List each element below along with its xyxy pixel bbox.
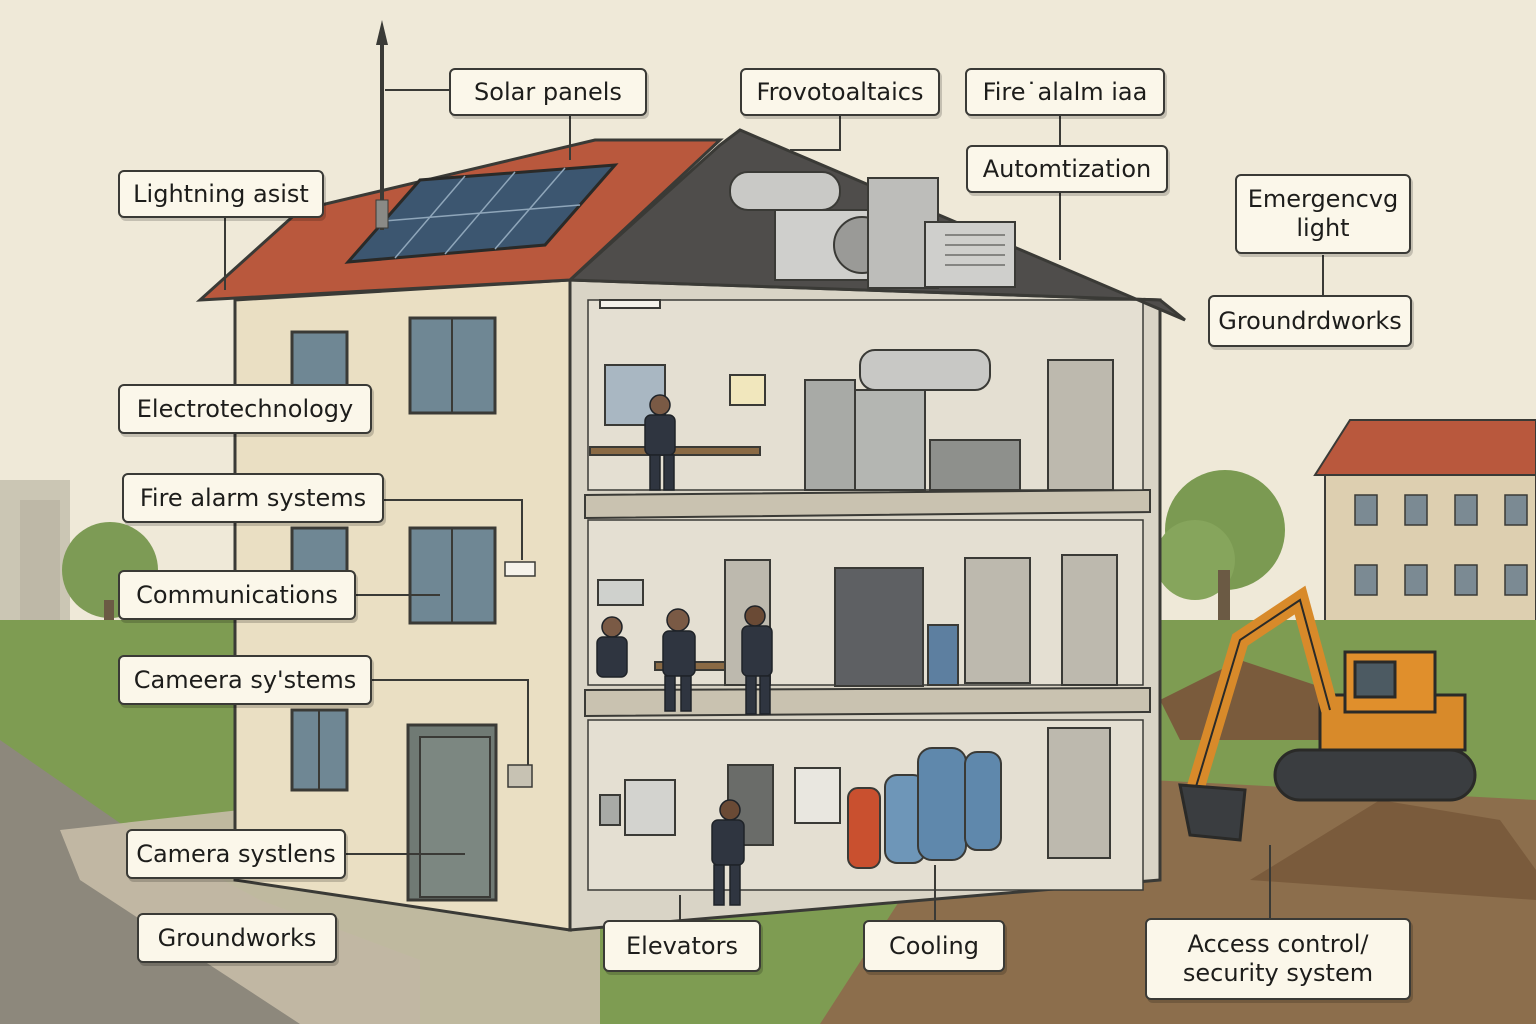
- callout-groundrdworks: Groundrdworks: [1208, 295, 1412, 347]
- background-city: [0, 480, 70, 620]
- callout-camera-systems-2: Camera systlens: [126, 829, 346, 879]
- callout-electrotechnology: Electrotechnology: [118, 384, 372, 434]
- callout-emergency-light: Emergencvg light: [1235, 174, 1411, 254]
- callout-elevators: Elevators: [603, 920, 761, 972]
- rooftop-hvac: [729, 171, 1016, 289]
- callout-fire-alarm-systems: Fire alarm systems: [122, 473, 384, 523]
- callout-access-control-line2: security system: [1182, 959, 1374, 987]
- callout-groundworks: Groundworks: [137, 913, 337, 963]
- lightning-rod-tip: [376, 20, 388, 45]
- background-trees: [62, 470, 1285, 660]
- floor-slabs: [584, 488, 1151, 718]
- excavator: [1178, 585, 1477, 842]
- callout-automtization: Automtization: [966, 145, 1168, 193]
- access-reader: [507, 764, 533, 788]
- workers: [596, 394, 773, 906]
- callout-cooling: Cooling: [863, 920, 1005, 972]
- callout-frovotoaltaics: Frovotoaltaics: [740, 68, 940, 116]
- solar-panel-grid: [383, 167, 581, 259]
- background-house: [1313, 419, 1536, 671]
- callout-access-control-line1: Access control/: [1187, 930, 1369, 959]
- window-mullions: [318, 318, 453, 790]
- callout-emergency-light-line2: light: [1296, 214, 1350, 242]
- dirt-mound-2: [1250, 800, 1536, 900]
- callout-communications: Communications: [118, 570, 356, 620]
- callout-fire-alalm-iaa: Fire˙alalm iaa: [965, 68, 1165, 116]
- callout-emergency-light-line1: Emergencvg: [1247, 185, 1399, 214]
- callout-solar-panels: Solar panels: [449, 68, 647, 116]
- fire-alarm-panel: [504, 561, 536, 577]
- dirt-mound-1: [1160, 660, 1340, 740]
- leader-lines: [224, 89, 1324, 920]
- callout-camera-systems-1: Cameera sy'stems: [118, 655, 372, 705]
- entrance-door: [419, 736, 491, 898]
- callout-access-control: Access control/ security system: [1145, 918, 1411, 1000]
- callout-lightning-asist: Lightning asist: [118, 170, 324, 218]
- top-floor-equipment: [589, 299, 1114, 491]
